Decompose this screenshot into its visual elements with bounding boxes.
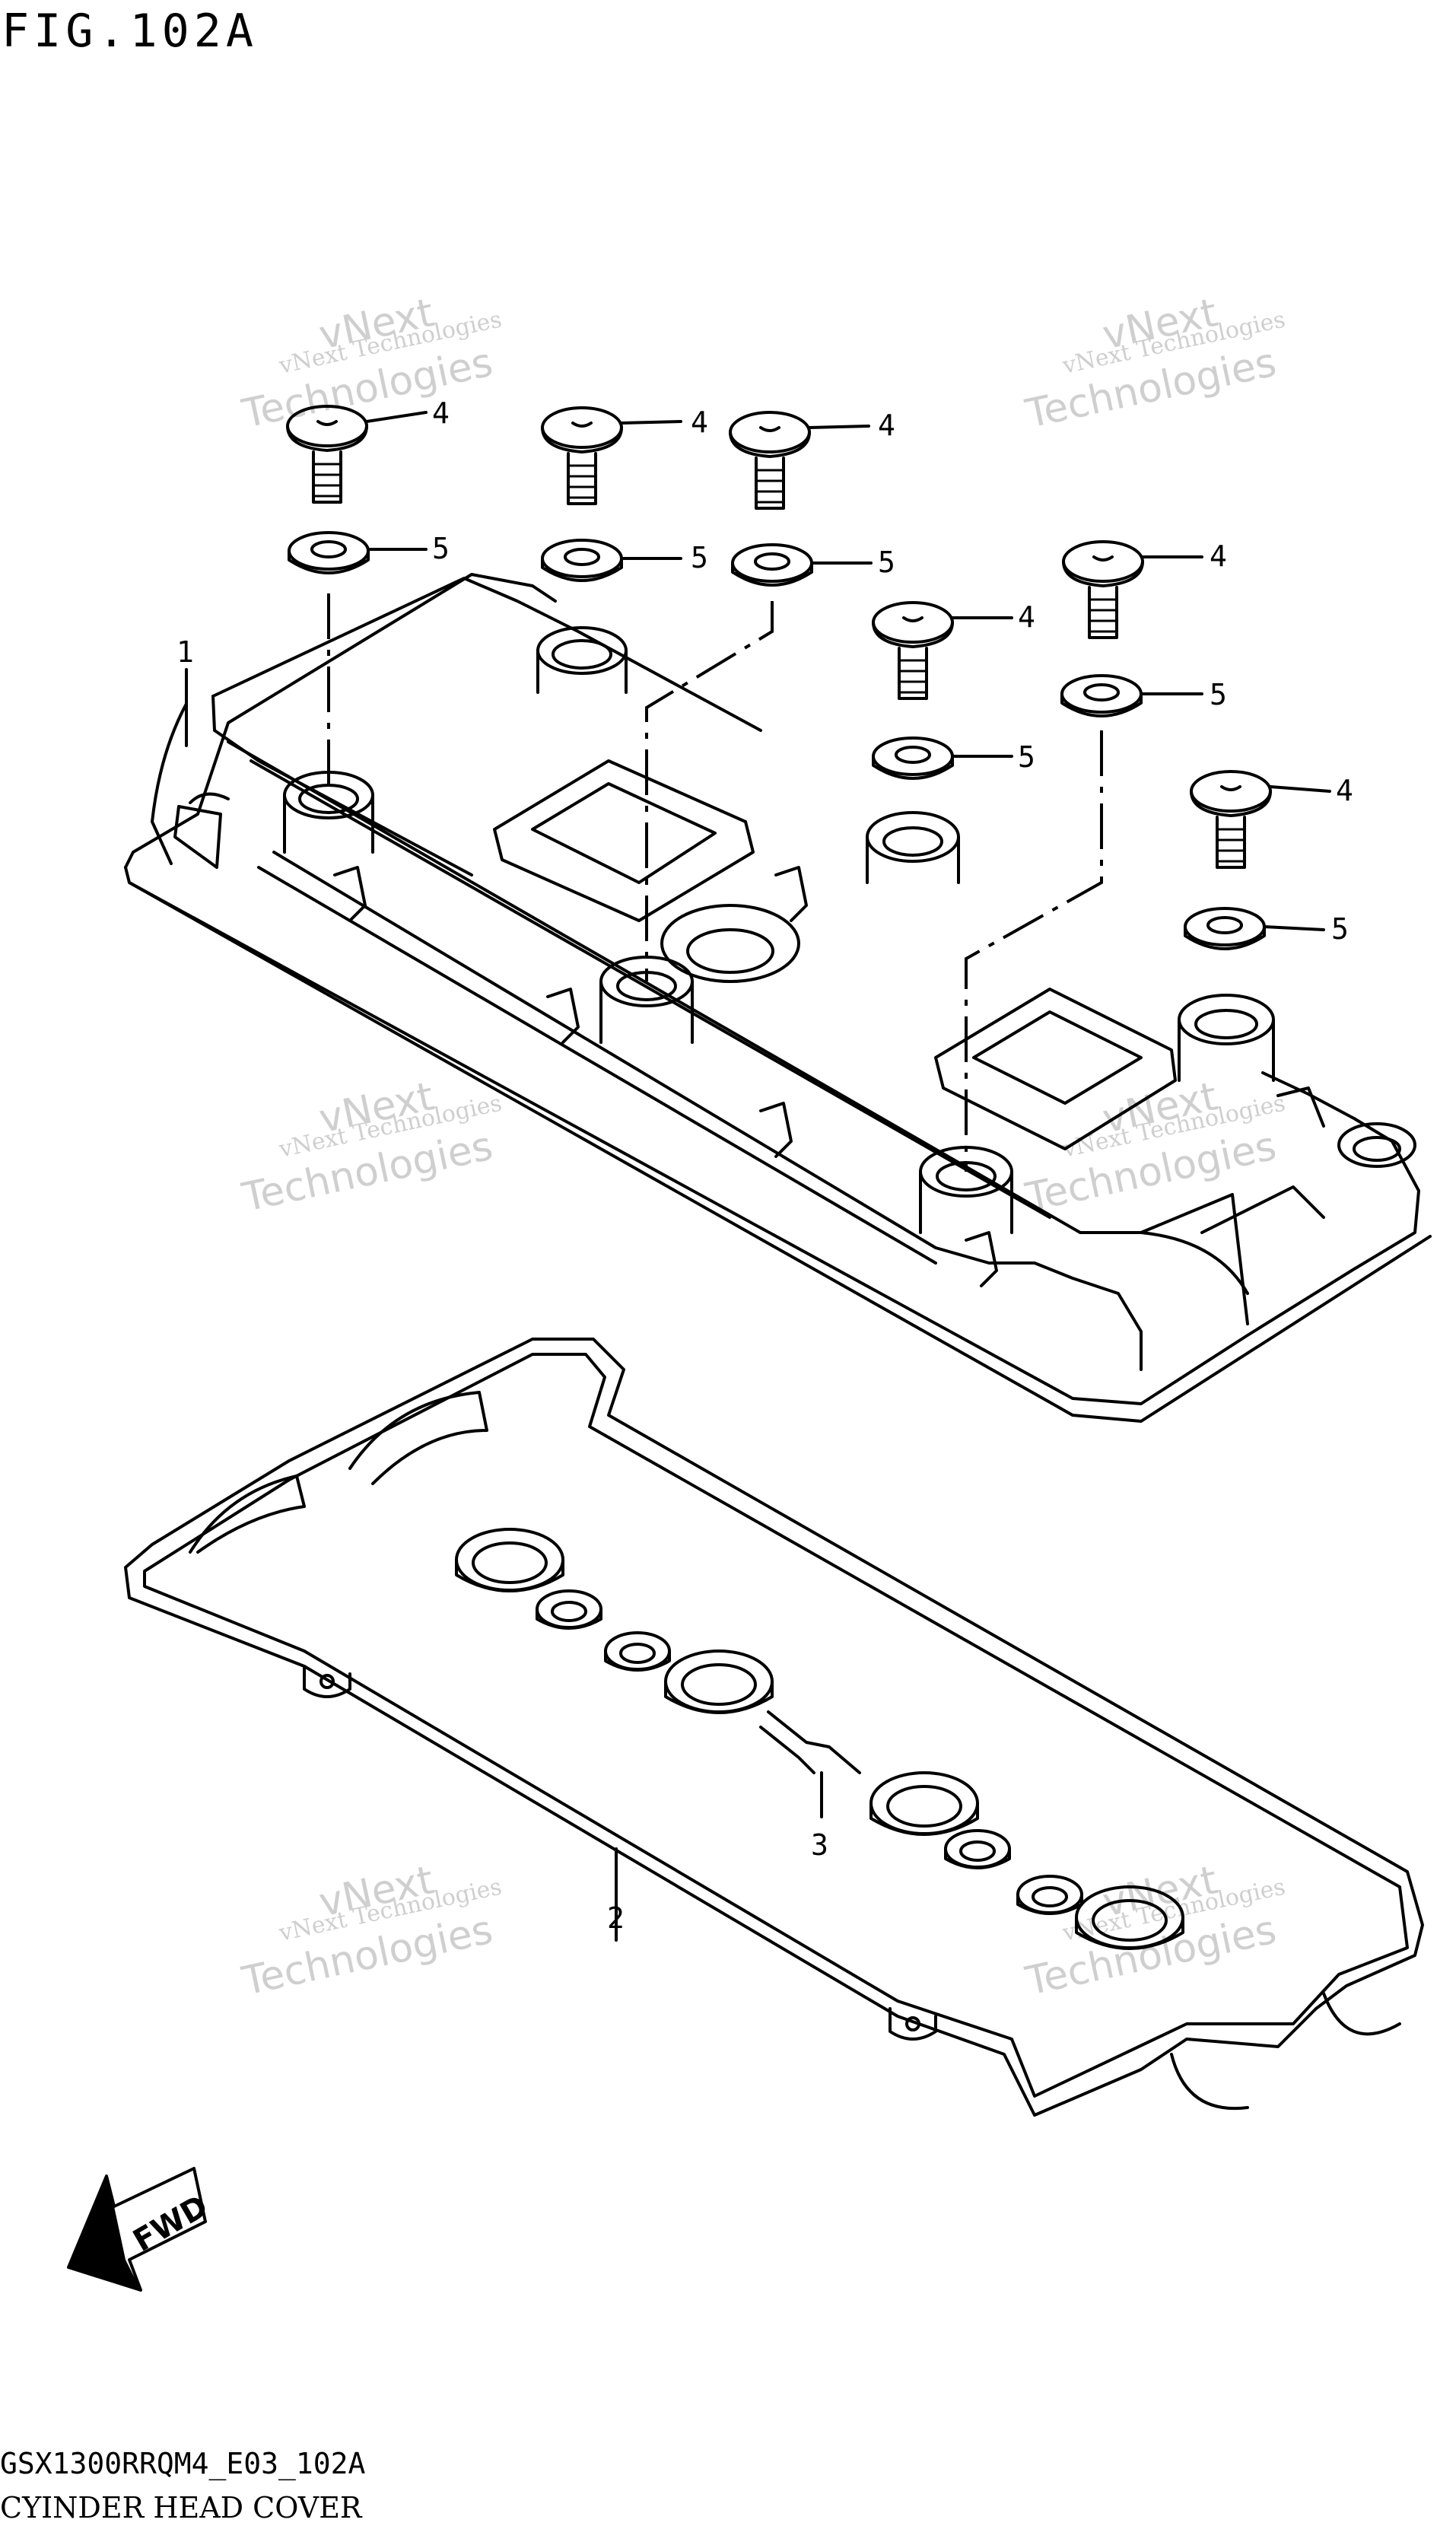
callout-5: 5	[1210, 678, 1227, 711]
fwd-arrow-icon: FWD	[67, 2167, 214, 2292]
watermark: vNext Technologies vNext Technologies	[238, 1074, 504, 1221]
plug-gasket	[604, 1631, 671, 1672]
callout-5: 5	[691, 541, 708, 574]
bolt	[872, 601, 954, 700]
cylinder-head-cover	[124, 573, 1432, 1423]
plug-gasket	[1016, 1875, 1083, 1915]
washer	[541, 539, 623, 582]
callout-4: 4	[691, 406, 708, 439]
bolt	[1190, 770, 1272, 869]
watermark: vNext Technologies vNext Technologies	[1022, 1857, 1288, 2005]
callout-5: 5	[432, 532, 450, 565]
callout-4: 4	[432, 396, 450, 430]
callout-4: 4	[878, 409, 895, 442]
washer	[288, 531, 370, 574]
cover-boss	[866, 811, 960, 884]
watermark: vNext Technologies vNext Technologies	[238, 1857, 504, 2005]
callout-labels: 1 4 4 4 4 4 4 5 5 5 5 5 5 2 3	[176, 396, 1353, 1935]
callout-2: 2	[607, 1901, 625, 1935]
callout-4: 4	[1018, 600, 1035, 634]
plug-gasket	[1075, 1885, 1184, 1950]
cover-boss	[536, 626, 628, 694]
callout-5: 5	[1018, 740, 1035, 774]
cover-boss	[1178, 994, 1275, 1082]
bolt	[1062, 540, 1144, 639]
cover-boss	[919, 1146, 1013, 1234]
plug-gasket	[664, 1650, 774, 1714]
head-cover-gasket	[124, 1338, 1424, 2117]
watermark: vNext Technologies vNext Technologies	[1022, 1074, 1288, 1221]
bolt	[286, 405, 368, 504]
cover-boss	[1337, 1122, 1416, 1168]
washer	[1060, 674, 1143, 717]
watermark: vNext Technologies vNext Technologies	[238, 290, 504, 437]
plug-gasket	[455, 1528, 564, 1592]
plug-gasket-set	[455, 1528, 1184, 1950]
bolt	[729, 411, 811, 510]
figure-title: FIG.102A	[2, 5, 258, 58]
callout-4: 4	[1336, 774, 1353, 807]
bolt	[541, 406, 623, 505]
washer	[1184, 907, 1266, 950]
fwd-label: FWD	[127, 2189, 214, 2259]
bolt-group	[286, 405, 1272, 869]
washer	[731, 543, 813, 587]
callout-5: 5	[1331, 912, 1349, 946]
washer-group	[288, 531, 1266, 950]
plug-gasket	[869, 1771, 979, 1836]
washer	[872, 736, 954, 780]
callout-1: 1	[176, 635, 194, 669]
callout-5: 5	[878, 546, 895, 579]
figure-name: CYINDER HEAD COVER	[0, 2491, 362, 2524]
watermark: vNext Technologies vNext Technologies	[1022, 290, 1288, 437]
figure-code: GSX1300RRQM4_E03_102A	[0, 2447, 366, 2480]
callout-3: 3	[811, 1828, 828, 1862]
plug-gasket	[944, 1829, 1011, 1869]
plug-gasket	[536, 1589, 602, 1630]
callout-4: 4	[1210, 539, 1227, 573]
leader-lines	[185, 411, 1331, 1942]
